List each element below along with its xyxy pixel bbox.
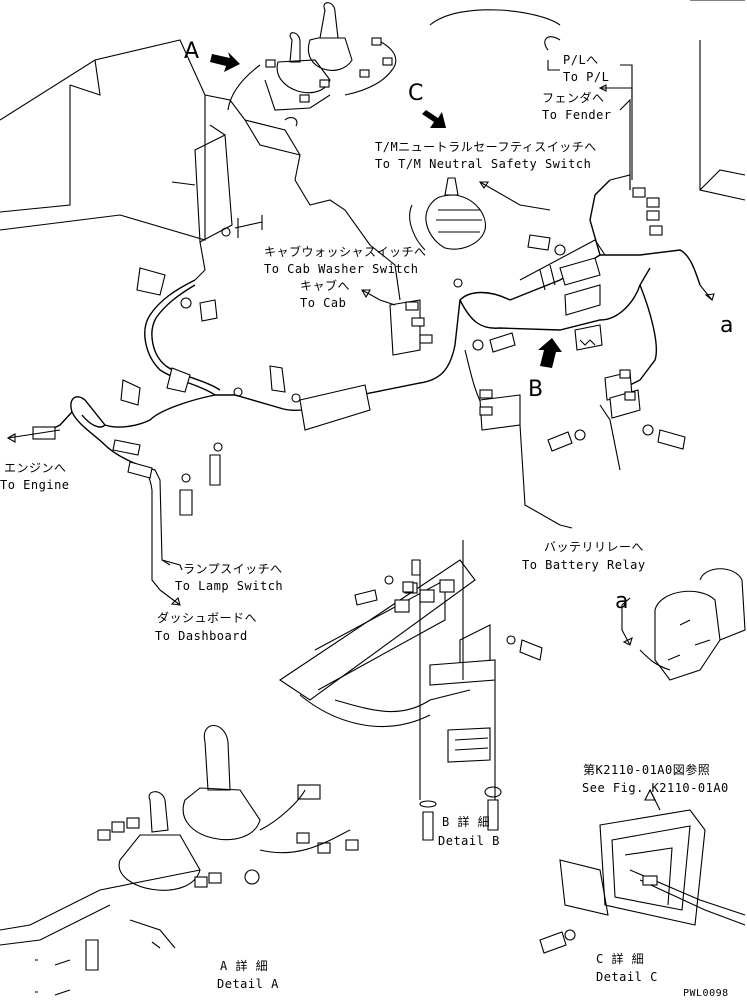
label-detail-a-jp: A 詳 細 [220,958,268,973]
detail-c-drawing [539,788,746,954]
label-cab-washer-jp: キャブウォッシャスイッチへ [264,244,427,259]
relay-bracket-left [171,124,263,281]
label-neutral-jp: T/Mニュートラルセーフティスイッチへ [375,140,597,154]
label-cab-washer-en: To Cab Washer Switch [264,262,419,276]
label-lamp-jp: ランプスイッチへ [183,562,283,576]
machine-body-outline [0,0,746,301]
view-marker-a: A [184,39,199,64]
detail-b-drawing [279,540,543,841]
harness-clamps [32,267,521,483]
label-detail-c-en: Detail C [596,970,658,984]
drawing-code: PWL0098 [683,988,729,999]
destination-labels: P/Lへ To P/L フェンダへ To Fender T/Mニュートラルセーフ… [0,53,646,643]
label-dashboard-jp: ダッシュボードへ [157,610,257,625]
label-detail-b-jp: B 詳 細 [442,814,490,829]
label-pl-jp: P/Lへ [563,53,599,67]
view-markers: A C B a a [184,39,733,614]
label-see-fig-en: See Fig. K2110-01A0 [582,781,729,795]
connection-marker-a-detail: a [615,589,628,614]
label-pl-en: To P/L [563,70,609,84]
label-neutral-en: To T/M Neutral Safety Switch [375,157,591,171]
view-marker-b: B [528,377,543,402]
label-fender-jp: フェンダへ [542,90,605,105]
mounting-bolts [179,234,686,516]
detail-labels: B 詳 細 Detail B A 詳 細 Detail A C 詳 細 Deta… [217,814,658,991]
label-detail-b-en: Detail B [438,834,500,848]
main-wiring-harness [49,179,701,591]
label-engine-jp: エンジンへ [4,461,67,475]
label-see-fig-jp: 第K2110-01A0図参照 [583,762,710,777]
label-battery-en: To Battery Relay [522,558,646,572]
label-fender-en: To Fender [542,108,612,122]
label-detail-a-en: Detail A [217,977,279,991]
label-battery-jp: バッテリリレーへ [544,540,644,554]
connection-marker-a: a [720,313,733,338]
control-lever-assembly-top [227,2,397,127]
leader-lines [6,36,715,646]
label-detail-c-jp: C 詳 細 [596,951,644,966]
reference-labels: 第K2110-01A0図参照 See Fig. K2110-01A0 [582,762,729,795]
label-cab-jp: キャブへ [300,278,350,293]
view-marker-c: C [408,81,423,106]
view-direction-arrows [210,52,562,368]
label-lamp-en: To Lamp Switch [175,579,283,593]
label-cab-en: To Cab [300,296,346,310]
label-engine-en: To Engine [0,478,70,492]
label-dashboard-en: To Dashboard [155,629,248,643]
detail-a-drawing [0,725,359,996]
detail-a-lower-right [639,568,746,681]
right-side-connectors [519,98,663,471]
neutral-switch-boot [409,177,486,251]
